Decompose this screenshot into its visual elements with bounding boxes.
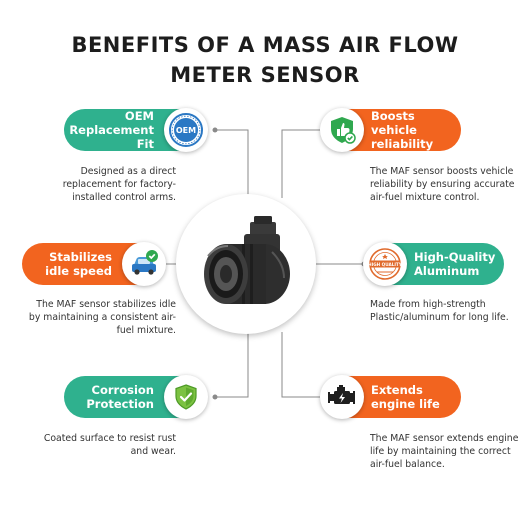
thumbs-up-shield-icon — [320, 108, 364, 152]
benefit-oem-fit-description: Designed as a direct replacement for fac… — [62, 166, 176, 203]
benefit-oem-fit-label: OEM Replacement Fit — [69, 109, 154, 151]
benefit-engine-life-description: The MAF sensor extends engine life by ma… — [370, 433, 519, 470]
quality-stamp-text: HIGH QUALITY — [368, 262, 403, 267]
maf-sensor-image — [176, 194, 316, 334]
quality-stamp-icon: HIGH QUALITY — [363, 242, 407, 286]
shield-check-icon — [164, 375, 208, 419]
title-line-2: METER SENSOR — [170, 63, 360, 87]
benefit-engine-life-label: Extends engine life — [371, 383, 440, 411]
page-title: BENEFITS OF A MASS AIR FLOW METER SENSOR — [0, 30, 530, 90]
title-line-1: BENEFITS OF A MASS AIR FLOW — [71, 33, 459, 57]
engine-icon — [320, 375, 364, 419]
benefit-high-quality-aluminum-label: High-Quality Aluminum — [414, 250, 496, 278]
benefit-corrosion-protection-label: Corrosion Protection — [86, 383, 154, 411]
benefit-idle-speed-description: The MAF sensor stabilizes idle by mainta… — [28, 299, 176, 336]
benefit-high-quality-aluminum-description: Made from high-strength Plastic/aluminum… — [370, 299, 509, 323]
oem-seal-icon: OEM — [164, 108, 208, 152]
oem-seal-text: OEM — [176, 126, 196, 135]
benefit-reliability-description: The MAF sensor boosts vehicle reliabilit… — [370, 166, 515, 203]
benefit-corrosion-protection-description: Coated surface to resist rust and wear. — [43, 433, 176, 457]
car-check-icon — [122, 242, 166, 286]
maf-sensor-icon — [204, 216, 290, 304]
benefit-idle-speed-label: Stabilizes idle speed — [45, 250, 112, 278]
benefit-reliability-label: Boosts vehicle reliability — [371, 109, 434, 151]
